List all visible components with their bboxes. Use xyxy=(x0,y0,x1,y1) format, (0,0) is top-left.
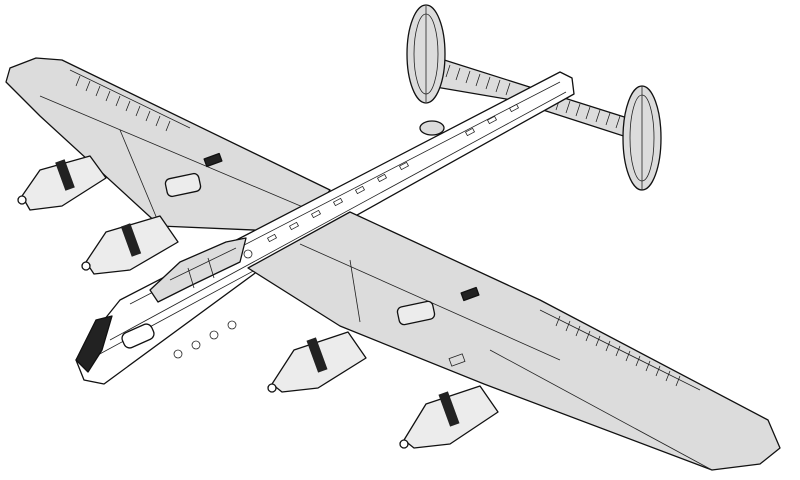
left-wing-hatch xyxy=(164,172,202,198)
right-wing xyxy=(247,211,781,471)
engine-left-inner xyxy=(81,215,179,275)
right-wing-panel xyxy=(247,211,781,471)
dorsal-turret xyxy=(419,120,445,136)
fuselage-windows xyxy=(266,103,520,243)
left-aileron-hatching xyxy=(75,75,171,132)
cockpit-canopy xyxy=(149,237,247,303)
portholes xyxy=(173,249,253,359)
right-wing-hatch xyxy=(396,300,436,326)
right-aileron-hatching xyxy=(555,315,681,387)
nose-side-panel xyxy=(121,323,155,349)
nose-section xyxy=(75,315,113,373)
engine-right-outer xyxy=(399,385,499,449)
right-wing-vent xyxy=(460,286,480,302)
engine-right-inner xyxy=(267,331,367,393)
right-wing-small-panel xyxy=(448,353,466,367)
left-wing-vent xyxy=(203,152,223,168)
engine-left-outer xyxy=(17,155,107,211)
